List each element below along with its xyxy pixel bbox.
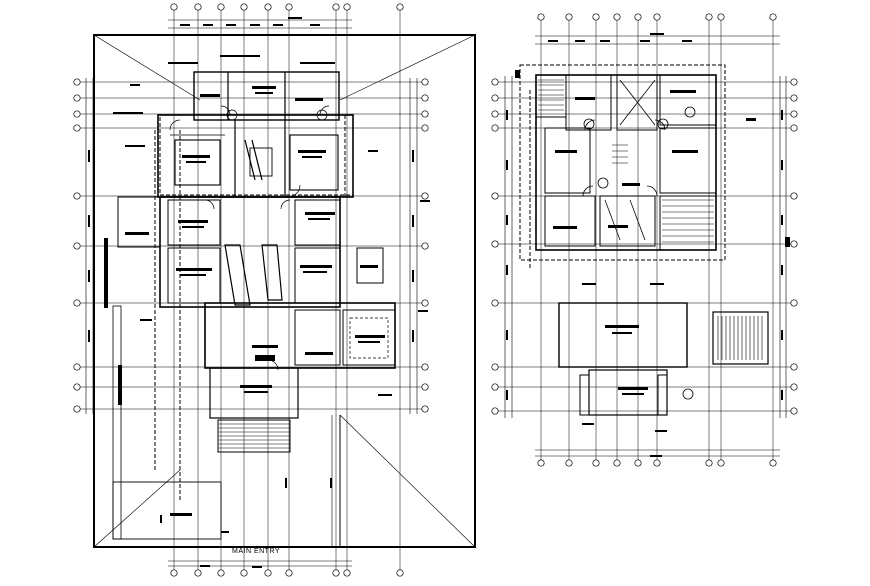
right-plan-dimension-lines — [504, 35, 787, 457]
left-plan-grid — [78, 10, 425, 575]
left-plan-dashed-overlays — [154, 114, 354, 500]
left-plan-door-swings — [169, 105, 330, 371]
entry-stair-treads — [218, 423, 290, 449]
left-plan-dimension-text — [88, 17, 430, 568]
right-plan-dashed-overlays — [519, 64, 726, 270]
right-plan-grid-bubbles — [491, 13, 798, 467]
right-plan-room-labels — [553, 90, 756, 395]
right-plan-dimension-text — [506, 33, 783, 457]
right-plan-details — [582, 79, 696, 400]
left-plan-inner-stair — [224, 139, 283, 306]
main-entry-label: MAIN ENTRY — [232, 548, 281, 555]
right-plan-stair-treads — [538, 79, 714, 243]
left-plan-grid-bubbles — [73, 3, 429, 577]
left-plan-dimension-lines — [85, 19, 418, 567]
left-plan-room-labels — [113, 86, 385, 516]
right-plan-vent-grille — [717, 316, 763, 360]
right-plan-walls — [535, 74, 769, 416]
left-plan-walls — [117, 71, 396, 453]
left-plan-wall-hatches — [104, 55, 335, 405]
left-plan-site-boundary — [93, 34, 476, 548]
right-plan-column-markers — [515, 70, 790, 247]
